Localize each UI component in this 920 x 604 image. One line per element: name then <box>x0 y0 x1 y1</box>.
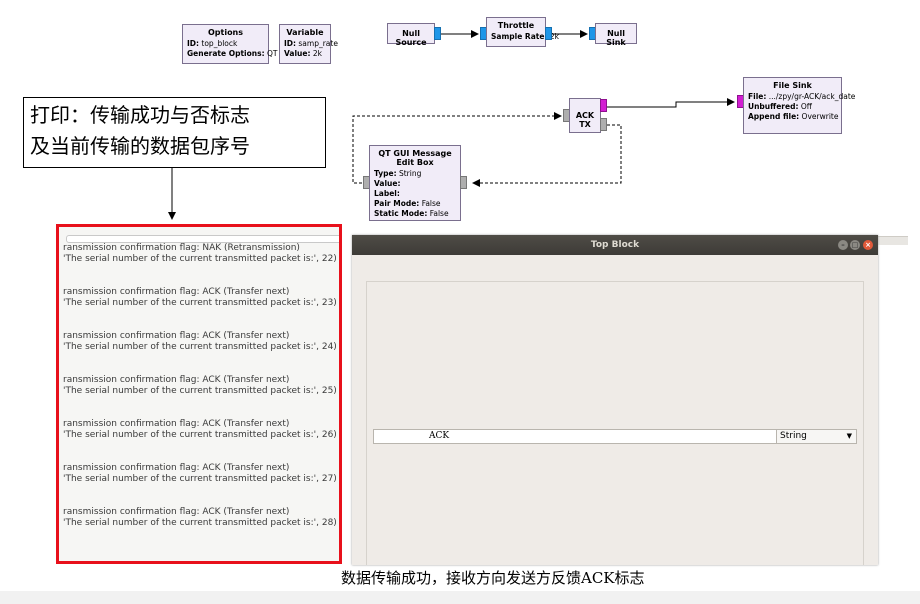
flag-line: ransmission confirmation flag: ACK (Tran… <box>63 287 290 297</box>
minimize-icon[interactable]: – <box>838 240 848 250</box>
block-title: Throttle <box>497 21 535 30</box>
flag-line: ransmission confirmation flag: ACK (Tran… <box>63 463 290 473</box>
flag-line: ransmission confirmation flag: ACK (Tran… <box>63 331 290 341</box>
highlight-box <box>56 224 342 564</box>
wire-acktx-filesink <box>606 98 735 108</box>
block-prop: Pair Mode: False <box>374 199 441 208</box>
port-out[interactable] <box>460 176 467 189</box>
wire-acktx-msgedit <box>472 124 622 187</box>
port-out[interactable] <box>434 27 441 40</box>
block-prop: Generate Options: QT GUI <box>187 49 293 58</box>
bottom-bar <box>0 591 920 604</box>
log-entry: ransmission confirmation flag: NAK (Retr… <box>63 243 341 287</box>
log-entry: ransmission confirmation flag: ACK (Tran… <box>63 375 341 419</box>
annotation-callout: 打印：传输成功与否标志 及当前传输的数据包序号 <box>23 97 326 168</box>
callout-line: 及当前传输的数据包序号 <box>30 134 250 158</box>
block-prop: Value: <box>374 179 401 188</box>
serial-line: 'The serial number of the current transm… <box>63 342 337 352</box>
flag-line: ransmission confirmation flag: NAK (Retr… <box>63 243 300 253</box>
serial-line: 'The serial number of the current transm… <box>63 254 337 264</box>
block-prop: Label: <box>374 189 400 198</box>
serial-line: 'The serial number of the current transm… <box>63 386 337 396</box>
log-entry: ransmission confirmation flag: ACK (Tran… <box>63 331 341 375</box>
block-title: Null Sink <box>606 29 626 47</box>
block-prop: Type: String <box>374 169 422 178</box>
console-output: ransmission confirmation flag: NAK (Retr… <box>58 226 341 563</box>
block-title: QT GUI Message Edit Box <box>378 149 452 167</box>
chevron-down-icon: ▼ <box>846 432 852 440</box>
message-edit-panel <box>366 281 864 565</box>
type-selected: String <box>780 431 807 441</box>
horizontal-scrollbar[interactable] <box>66 235 341 243</box>
background-window-edge <box>878 236 908 245</box>
flag-line: ransmission confirmation flag: ACK (Tran… <box>63 419 290 429</box>
block-title: File Sink <box>773 81 812 90</box>
block-prop: Static Mode: False <box>374 209 449 218</box>
port-out[interactable] <box>600 118 607 131</box>
console-entries: ransmission confirmation flag: NAK (Retr… <box>63 243 341 551</box>
block-options[interactable]: Options ID: top_block Generate Options: … <box>182 24 293 64</box>
block-null-sink[interactable]: Null Sink <box>595 23 637 47</box>
maximize-icon[interactable]: □ <box>850 240 860 250</box>
block-ack-tx[interactable]: ACK TX <box>569 98 601 133</box>
window-titlebar[interactable]: Top Block – □ × <box>352 235 878 255</box>
serial-line: 'The serial number of the current transm… <box>63 298 337 308</box>
flag-line: ransmission confirmation flag: ACK (Tran… <box>63 375 290 385</box>
block-prop: Append file: Overwrite <box>748 112 839 121</box>
qt-gui-window: Top Block – □ × ACK String ▼ <box>352 235 878 565</box>
log-entry: ransmission confirmation flag: ACK (Tran… <box>63 287 341 331</box>
wire-msgedit-acktx <box>352 112 562 184</box>
message-value-input[interactable]: ACK <box>373 429 777 444</box>
block-null-source[interactable]: Null Source <box>387 23 435 47</box>
log-entry: ransmission confirmation flag: ACK (Tran… <box>63 419 341 463</box>
block-throttle[interactable]: Throttle Sample Rate: 2k <box>486 17 559 47</box>
block-title: Null Source <box>395 29 427 47</box>
block-prop: Value: 2k <box>284 49 322 58</box>
block-variable[interactable]: Variable ID: samp_rate Value: 2k <box>279 24 338 64</box>
figure-caption: 数据传输成功，接收方向发送方反馈ACK标志 <box>341 569 645 587</box>
type-dropdown[interactable]: String ▼ <box>776 429 857 444</box>
block-file-sink[interactable]: File Sink File: .../zpy/gr-ACK/ack_date … <box>743 77 856 134</box>
block-title: Variable <box>286 28 324 37</box>
callout-line: 打印：传输成功与否标志 <box>30 103 250 127</box>
serial-line: 'The serial number of the current transm… <box>63 518 337 528</box>
close-icon[interactable]: × <box>863 240 873 250</box>
log-entry: ransmission confirmation flag: ACK (Tran… <box>63 463 341 507</box>
block-title: Options <box>207 28 244 37</box>
block-prop: ID: top_block <box>187 39 238 48</box>
block-msg-edit-box[interactable]: QT GUI Message Edit Box Type: String Val… <box>369 145 461 221</box>
serial-line: 'The serial number of the current transm… <box>63 474 337 484</box>
port-out[interactable] <box>600 99 607 112</box>
window-title: Top Block <box>590 240 640 250</box>
block-title: ACK TX <box>575 111 595 129</box>
serial-line: 'The serial number of the current transm… <box>63 430 337 440</box>
block-prop: File: .../zpy/gr-ACK/ack_date <box>748 92 856 101</box>
block-prop: Unbuffered: Off <box>748 102 812 111</box>
block-prop: Sample Rate: 2k <box>491 32 559 41</box>
port-out[interactable] <box>545 27 552 40</box>
flag-line: ransmission confirmation flag: ACK (Tran… <box>63 507 290 517</box>
log-entry: ransmission confirmation flag: ACK (Tran… <box>63 507 341 551</box>
block-prop: ID: samp_rate <box>284 39 338 48</box>
